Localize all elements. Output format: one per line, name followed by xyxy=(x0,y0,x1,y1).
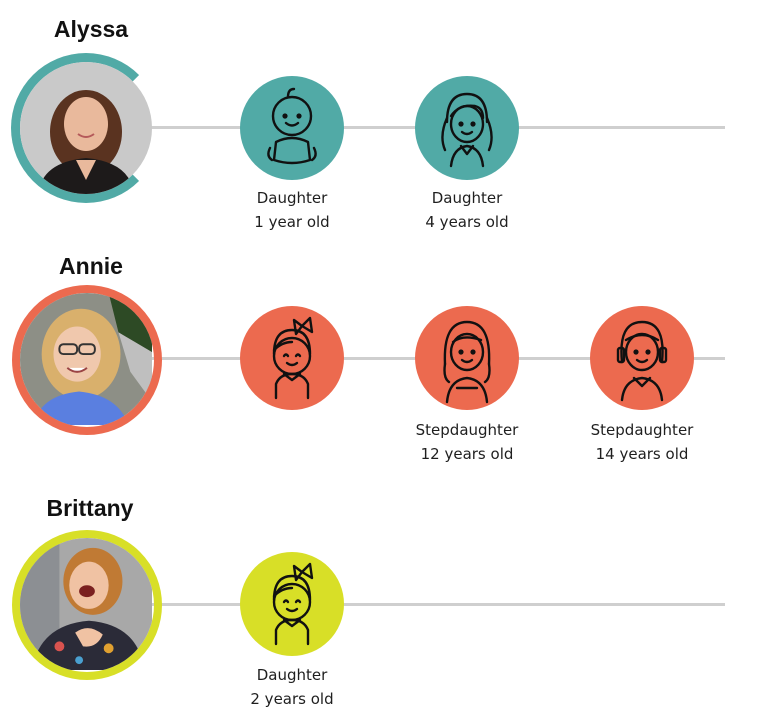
child-age: 1 year old xyxy=(254,213,330,231)
child-relation: Daughter xyxy=(431,189,503,207)
child-caption: Daughter 4 years old xyxy=(392,186,542,234)
child-baby xyxy=(240,76,344,180)
toddler-girl-bow-icon xyxy=(272,562,314,646)
avatar-photo xyxy=(20,62,152,194)
parent-name: Alyssa xyxy=(53,16,129,42)
child-relation: Daughter xyxy=(256,666,328,684)
child-caption: Daughter 2 years old xyxy=(217,663,367,711)
teen-girl-short-hair-icon xyxy=(616,320,668,402)
avatar-photo xyxy=(20,538,152,670)
child-toddler xyxy=(240,552,344,656)
baby-icon xyxy=(267,87,317,165)
child-age: 2 years old xyxy=(250,690,334,708)
child-caption: Stepdaughter 12 years old xyxy=(392,418,542,466)
girl-pigtails-icon xyxy=(441,92,493,168)
child-relation: Stepdaughter xyxy=(590,421,694,439)
child-toddler xyxy=(240,306,344,410)
teen-girl-icon xyxy=(443,320,491,404)
child-age: 12 years old xyxy=(420,445,514,463)
child-age: 14 years old xyxy=(595,445,689,463)
child-teen xyxy=(590,306,694,410)
toddler-girl-bow-icon xyxy=(272,316,314,400)
child-caption: Stepdaughter 14 years old xyxy=(567,418,717,466)
parent-avatar xyxy=(11,53,161,203)
child-teen xyxy=(415,306,519,410)
child-girl xyxy=(415,76,519,180)
parent-name: Brittany xyxy=(46,495,134,521)
child-relation: Daughter xyxy=(256,189,328,207)
parent-avatar xyxy=(12,285,162,435)
parent-avatar xyxy=(12,530,162,680)
parent-name: Annie xyxy=(59,253,123,279)
child-age: 4 years old xyxy=(425,213,509,231)
avatar-photo xyxy=(20,293,152,425)
timeline-line xyxy=(150,603,725,606)
child-relation: Stepdaughter xyxy=(415,421,519,439)
child-caption: Daughter 1 year old xyxy=(217,186,367,234)
